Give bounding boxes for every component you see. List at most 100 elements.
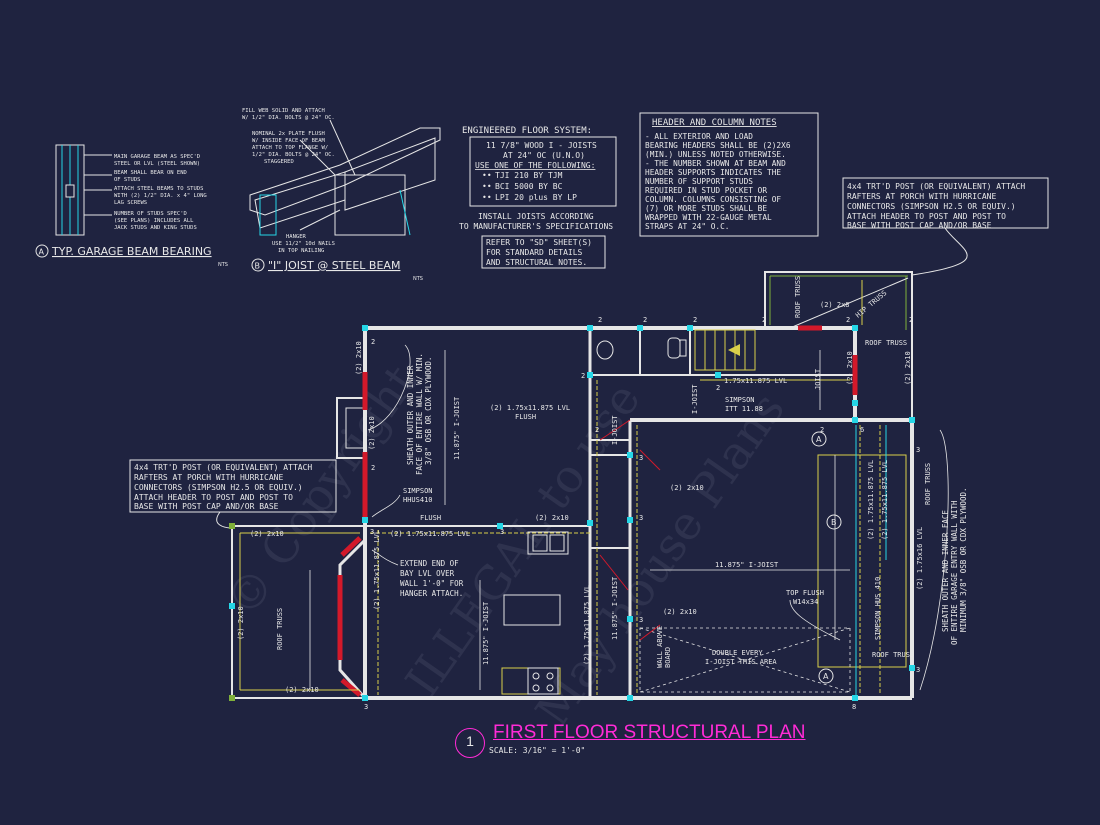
detail-a-note: STEEL OR LVL (STEEL SHOWN): [114, 161, 200, 167]
label-simpson-hhus: SIMPSON: [403, 487, 433, 495]
detail-b-note: IN TOP NAILING: [278, 248, 324, 254]
label-2x8: (2) 2x8: [820, 301, 850, 309]
label-flush-2: FLUSH: [420, 514, 441, 522]
floor-system-refer: REFER TO "SD" SHEET(S): [486, 238, 592, 247]
detail-b-note: HANGER: [286, 234, 307, 240]
post-note-right: 4x4 TRT'D POST (OR EQUIVALENT) ATTACH RA…: [842, 177, 1049, 276]
post-note-line: RAFTERS AT PORCH WITH HURRICANE: [847, 192, 996, 201]
label-ijoist-right: 11.875" I-JOIST: [611, 576, 619, 640]
detail-a-note: ATTACH STEEL BEAMS TO STUDS: [114, 186, 203, 192]
label-double-every: I-JOIST THIS AREA: [705, 658, 777, 666]
post-note-line: BASE WITH POST CAP AND/OR BASE: [847, 221, 992, 230]
detail-a: [35, 144, 112, 258]
floor-system-refer: FOR STANDARD DETAILS: [486, 248, 583, 257]
header-notes-line: STRAPS AT 24" O.C.: [645, 222, 730, 231]
label-sheath-left: FACE OF ENTIRE WALL W/ MIN.: [415, 353, 424, 475]
label-ijoist-center: 11.875" I-JOIST: [715, 561, 779, 569]
label-sheath-right: SHEATH OUTER AND INNER FACE: [941, 510, 950, 632]
label-wall-above: BOARD: [664, 647, 672, 668]
floor-system-line: AT 24" OC (U.N.O): [503, 151, 585, 160]
detail-b-note: USE 11/2" 10d NAILS: [272, 241, 335, 247]
label-top-flush: W14x34: [793, 598, 818, 606]
floor-system-refer: AND STRUCTURAL NOTES.: [486, 258, 587, 267]
svg-text:2: 2: [643, 316, 647, 324]
label-ijoist-left: 11.875" I-JOIST: [453, 396, 461, 460]
label-ijoist-v2: I-JOIST: [611, 415, 619, 445]
header-notes-line: REQUIRED IN STUD POCKET OR: [645, 186, 767, 195]
header-notes-line: WRAPPED WITH 22-GAUGE METAL: [645, 213, 772, 222]
detail-a-marker: A: [39, 248, 45, 257]
label-extend: BAY LVL OVER: [400, 569, 455, 578]
label-lvl-vert: (2) 1.75x11.875 LVL: [881, 460, 889, 540]
header-notes-line: COLUMN. COLUMNS CONSISTING OF: [645, 195, 781, 204]
label-wall-above: WALL ABOVE: [656, 626, 664, 668]
svg-text:3: 3: [370, 528, 374, 536]
svg-text:2: 2: [595, 426, 599, 434]
label-2x10-v: (2) 2x10: [904, 351, 912, 385]
post-note-line: CONNECTORS (SIMPSON H2.5 OR EQUIV.): [847, 202, 1016, 211]
stud-count-marks: 2 2 2 2 2 2 2 2 2 2 3 3 3 3 3 3 3 3 6 8 …: [364, 316, 920, 711]
detail-b-marker: B: [255, 262, 261, 271]
detail-b-note: W/ INSIDE FACE OF BEAM: [252, 138, 326, 144]
post-note-line: BASE WITH POST CAP AND/OR BASE: [134, 502, 279, 511]
plan-title: FIRST FLOOR STRUCTURAL PLAN: [493, 722, 806, 743]
label-sheath-right: OF ENTIRE GARAGE ENTRY WALL WITH: [950, 500, 959, 645]
svg-text:••: ••: [482, 171, 492, 180]
label-2x10: (2) 2x10: [663, 608, 697, 616]
floor-system-option: LPI 20 plus BY LP: [495, 193, 577, 202]
detail-a-note: NUMBER OF STUDS SPEC'D: [114, 211, 187, 217]
floor-system-heading: ENGINEERED FLOOR SYSTEM:: [462, 126, 592, 136]
label-extend: WALL 1'-0" FOR: [400, 579, 464, 588]
post-note-line: CONNECTORS (SIMPSON H2.5 OR EQUIV.): [134, 483, 303, 492]
label-lvl-flush: (2) 1.75x11.875 LVL: [490, 404, 570, 412]
label-roof-truss-v: ROOF TRUSS: [924, 463, 932, 505]
svg-text:2: 2: [820, 426, 824, 434]
label-simpson-hhus: HHUS410: [403, 496, 433, 504]
detail-a-title: TYP. GARAGE BEAM BEARING: [51, 245, 212, 258]
label-roof-truss-v: ROOF TRUSS: [794, 276, 802, 318]
label-2x10: (2) 2x10: [285, 686, 319, 694]
title-number: 1: [466, 733, 474, 749]
detail-a-note: BEAM SHALL BEAR ON END: [114, 170, 187, 176]
floor-plan: A B A: [229, 271, 949, 701]
svg-text:2: 2: [581, 372, 585, 380]
svg-text:2: 2: [598, 316, 602, 324]
header-column-notes: HEADER AND COLUMN NOTES - ALL EXTERIOR A…: [639, 112, 819, 237]
label-joist-v: JOIST: [814, 368, 822, 390]
label-ijoist-v: I-JOIST: [691, 384, 699, 414]
plan-scale: SCALE: 3/16" = 1'-0": [489, 746, 586, 755]
label-simpson-itt: SIMPSON: [725, 396, 755, 404]
header-notes-heading: HEADER AND COLUMN NOTES: [652, 118, 777, 128]
detail-b-note: ATTACH TO TOP FLANGE W/: [252, 145, 328, 151]
floor-system-install: INSTALL JOISTS ACCORDING: [478, 212, 594, 221]
label-lvl-small: 1.75x11.875 LVL: [724, 377, 787, 385]
svg-text:A: A: [816, 435, 822, 444]
label-lvl-vert: (2) 1.75x16 LVL: [916, 527, 924, 590]
svg-text:2: 2: [693, 316, 697, 324]
svg-text:A: A: [823, 672, 829, 681]
label-lvl-vert: (2) 1.75x11.875 LVL: [583, 585, 591, 665]
post-note-line: 4x4 TRT'D POST (OR EQUIVALENT) ATTACH: [134, 463, 312, 472]
detail-a-scale: NTS: [218, 262, 228, 268]
label-roof-truss: ROOF TRUSS: [872, 651, 914, 659]
svg-text:8: 8: [852, 703, 856, 711]
post-note-line: 4x4 TRT'D POST (OR EQUIVALENT) ATTACH: [847, 182, 1025, 191]
floor-system-line: 11 7/8" WOOD I - JOISTS: [486, 141, 597, 150]
detail-b-note: FILL WEB SOLID AND ATTACH: [242, 108, 325, 114]
title-number-circle: [455, 728, 485, 758]
svg-text:2: 2: [762, 316, 766, 324]
label-extend: EXTEND END OF: [400, 559, 459, 568]
floor-system-option: TJI 210 BY TJM: [495, 171, 563, 180]
label-flush: FLUSH: [515, 413, 536, 421]
svg-text:3: 3: [639, 616, 643, 624]
detail-a-note: LAG SCREWS: [114, 200, 147, 206]
svg-text:2: 2: [371, 338, 375, 346]
svg-text:••: ••: [482, 193, 492, 202]
label-2x10-v: (2) 2x10: [368, 416, 376, 450]
header-notes-line: - THE NUMBER SHOWN AT BEAM AND: [645, 159, 786, 168]
label-2x10: (2) 2x10: [535, 514, 569, 522]
svg-text:3: 3: [639, 514, 643, 522]
post-note-line: RAFTERS AT PORCH WITH HURRICANE: [134, 473, 283, 482]
label-ijoist-lower: 11.875" I-JOIST: [482, 601, 490, 665]
